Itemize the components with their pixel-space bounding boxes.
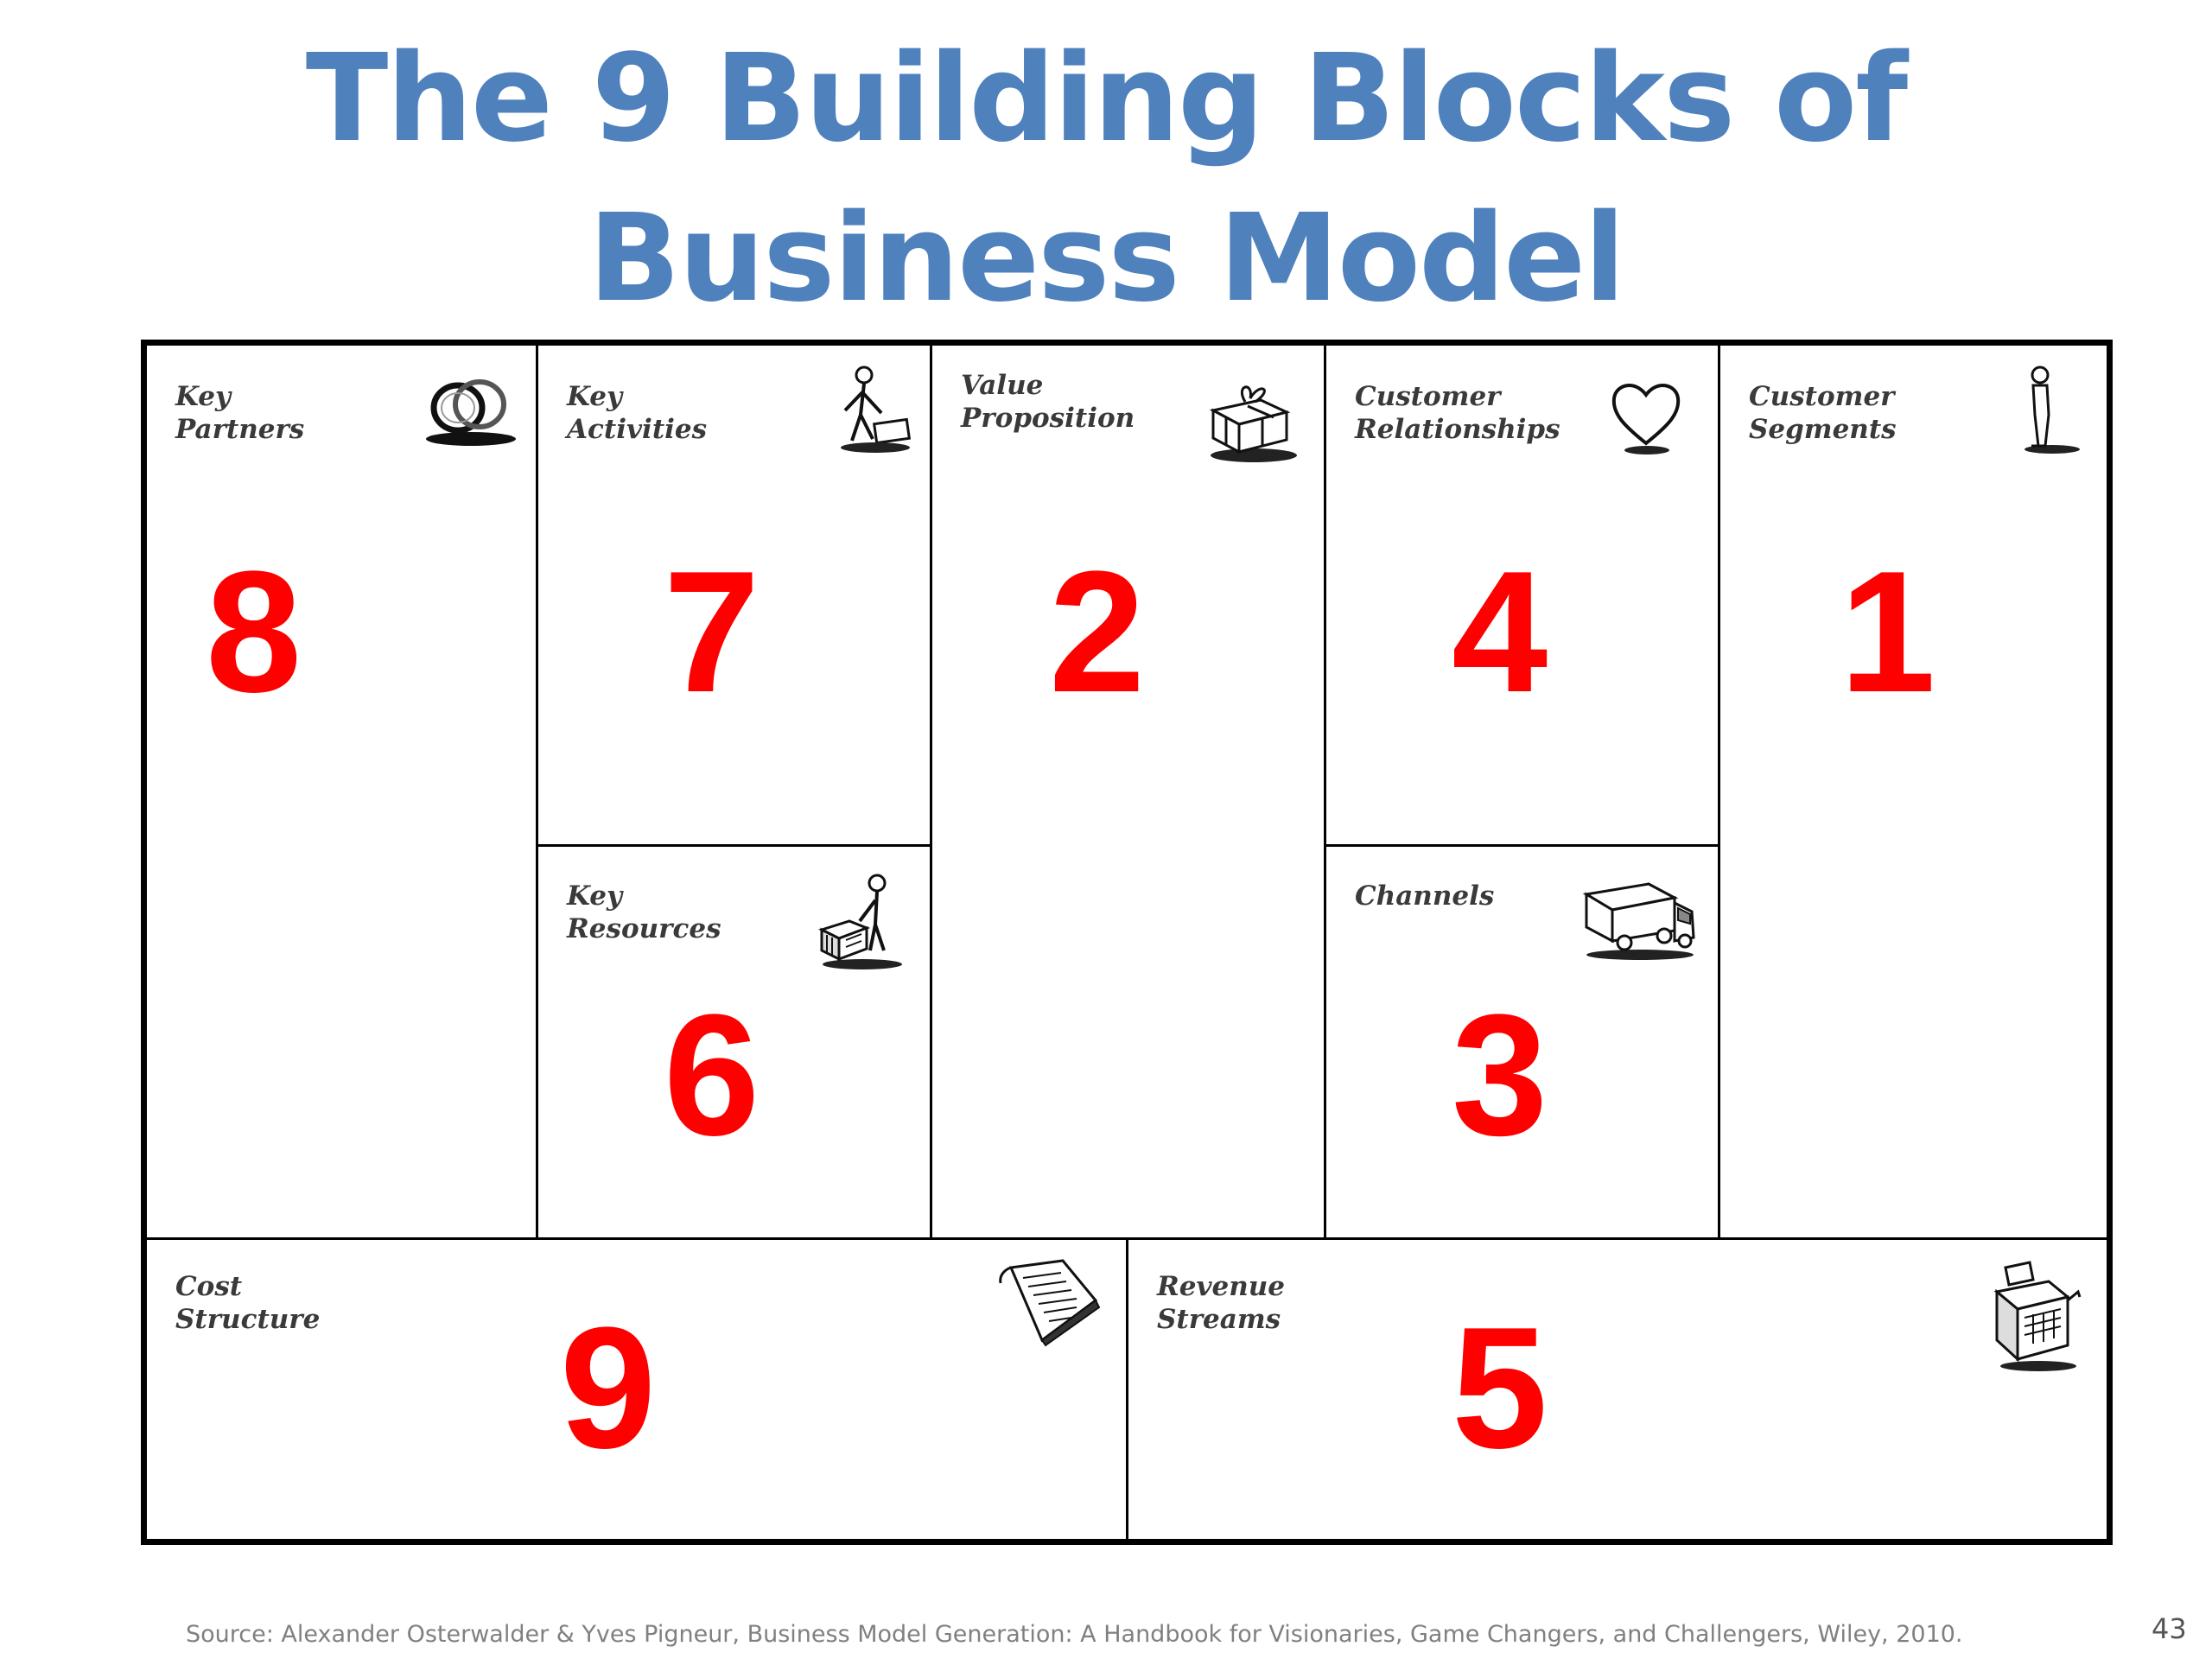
block-customer-relationships: Customer Relationships 4	[1326, 346, 1718, 844]
block-label: Cost Structure	[175, 1271, 321, 1335]
divider	[1126, 1237, 1128, 1539]
block-label: Channels	[1355, 880, 1495, 912]
business-model-canvas: Key Partners 8 Key Activities 7 Value Pr…	[141, 340, 2113, 1545]
divider	[536, 844, 932, 847]
block-number: 9	[560, 1292, 657, 1484]
divider	[1324, 844, 1720, 847]
cash-register-icon	[1993, 1261, 2082, 1371]
block-number: 1	[1840, 536, 1936, 728]
block-label: Key Activities	[567, 381, 708, 445]
worker-crate-icon	[818, 874, 902, 969]
price-tag-icon	[999, 1259, 1101, 1347]
person-icon	[2024, 365, 2080, 454]
divider	[536, 346, 538, 1237]
source-citation: Source: Alexander Osterwalder & Yves Pig…	[186, 1621, 1963, 1648]
block-key-activities: Key Activities 7	[538, 346, 930, 844]
divider	[1324, 346, 1326, 1237]
block-value-proposition: Value Proposition 2	[932, 346, 1324, 1237]
block-label: Customer Relationships	[1355, 381, 1560, 445]
block-number: 3	[1452, 979, 1548, 1172]
block-channels: Channels 3	[1326, 847, 1718, 1237]
block-label: Key Partners	[175, 381, 305, 445]
block-key-partners: Key Partners 8	[147, 346, 536, 1237]
block-customer-segments: Customer Segments 1	[1720, 346, 2107, 1237]
block-number: 6	[664, 979, 760, 1172]
block-cost-structure: Cost Structure 9	[147, 1240, 1126, 1539]
page-title: The 9 Building Blocks of Business Model	[0, 19, 2212, 339]
title-line-2: Business Model	[588, 188, 1625, 329]
divider	[930, 346, 932, 1237]
truck-icon	[1582, 882, 1695, 960]
title-line-1: The 9 Building Blocks of	[305, 29, 1908, 169]
block-label: Value Proposition	[961, 370, 1135, 434]
block-label: Key Resources	[567, 880, 721, 944]
block-label: Revenue Streams	[1157, 1271, 1286, 1335]
block-number: 7	[664, 536, 760, 728]
page-number: 43	[2152, 1612, 2187, 1645]
rings-icon	[426, 379, 516, 446]
block-label: Customer Segments	[1749, 381, 1897, 445]
block-number: 4	[1452, 536, 1548, 728]
block-number: 5	[1452, 1292, 1548, 1484]
heart-icon	[1611, 384, 1681, 454]
worker-icon	[841, 365, 912, 453]
divider	[1718, 346, 1720, 1237]
block-revenue-streams: Revenue Streams 5	[1128, 1240, 2107, 1539]
gift-icon	[1209, 385, 1297, 462]
block-key-resources: Key Resources 6	[538, 847, 930, 1237]
block-number: 2	[1049, 536, 1146, 728]
block-number: 8	[206, 536, 302, 728]
